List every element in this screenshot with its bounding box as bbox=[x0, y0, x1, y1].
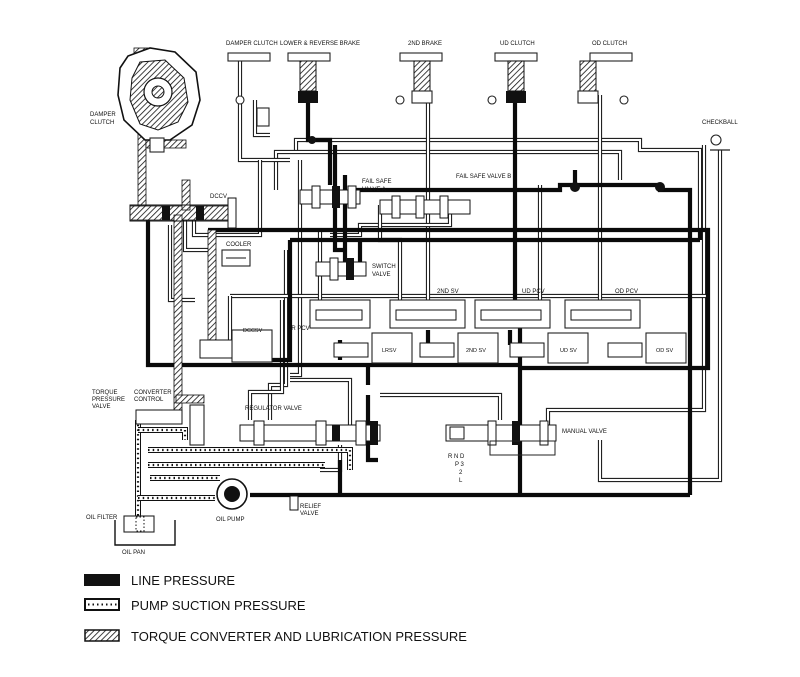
pump-suction-passages bbox=[135, 420, 353, 520]
dccv-valve bbox=[129, 197, 237, 229]
passage-network bbox=[167, 60, 730, 483]
label-lower-reverse-brake: LOWER & REVERSE BRAKE bbox=[280, 41, 360, 47]
label-converter-control-1: CONVERTER bbox=[134, 390, 172, 396]
legend-label-torque-converter: TORQUE CONVERTER AND LUBRICATION PRESSUR… bbox=[131, 629, 467, 644]
lower-reverse-brake bbox=[287, 52, 331, 103]
solenoid-row bbox=[199, 329, 687, 364]
label-cooler: COOLER bbox=[226, 242, 252, 248]
label-damper-clutch-side-1: DAMPER bbox=[90, 112, 116, 118]
manual-valve bbox=[445, 420, 557, 456]
converter-control-valve bbox=[135, 404, 205, 446]
legend-item-torque-converter: TORQUE CONVERTER AND LUBRICATION PRESSUR… bbox=[84, 629, 467, 644]
legend: LINE PRESSURE PUMP SUCTION PRESSURE TORQ… bbox=[84, 573, 467, 644]
second-brake bbox=[395, 52, 443, 105]
label-fail-safe-b: FAIL SAFE VALVE B bbox=[456, 174, 511, 180]
checkball bbox=[710, 134, 722, 146]
fail-safe-valve-a bbox=[299, 136, 361, 209]
label-ud-sv: UD SV bbox=[560, 348, 577, 354]
legend-label-pump-suction: PUMP SUCTION PRESSURE bbox=[131, 598, 306, 613]
label-od-pcv: OD PCV bbox=[615, 289, 638, 295]
label-lrsv: LRSV bbox=[382, 348, 397, 354]
label-converter-control-2: CONTROL bbox=[134, 397, 164, 403]
label-shift-2: P 3 bbox=[455, 462, 465, 468]
legend-swatch-solid bbox=[84, 574, 120, 586]
label-relief-valve-1: RELIEF bbox=[300, 504, 321, 510]
diagram-labels: DAMPER CLUTCH LOWER & REVERSE BRAKE 2ND … bbox=[86, 41, 738, 556]
ud-clutch bbox=[487, 52, 538, 105]
label-shift-1: R N D bbox=[448, 454, 465, 460]
label-second-sv-box: 2ND SV bbox=[466, 348, 486, 354]
label-fail-safe-a-2: VALVE A bbox=[362, 187, 386, 193]
label-relief-valve-2: VALVE bbox=[300, 511, 318, 517]
label-second-brake: 2ND BRAKE bbox=[408, 41, 442, 47]
label-tpv-1: TORQUE bbox=[92, 390, 118, 396]
label-checkball: CHECKBALL bbox=[702, 120, 738, 126]
label-shift-3: 2 bbox=[459, 470, 463, 476]
label-ud-clutch: UD CLUTCH bbox=[500, 41, 535, 47]
label-od-clutch: OD CLUTCH bbox=[592, 41, 627, 47]
label-fail-safe-a-1: FAIL SAFE bbox=[362, 179, 391, 185]
pcv-row bbox=[309, 299, 641, 329]
label-oil-filter: OIL FILTER bbox=[86, 515, 118, 521]
label-oil-pump: OIL PUMP bbox=[216, 517, 244, 523]
fail-safe-valve-b bbox=[379, 182, 665, 219]
label-tpv-3: VALVE bbox=[92, 404, 110, 410]
regulator-valve bbox=[239, 420, 381, 446]
label-damper-clutch-top: DAMPER CLUTCH bbox=[226, 41, 278, 47]
label-od-sv: OD SV bbox=[656, 348, 673, 354]
label-tpv-2: PRESSURE bbox=[92, 397, 125, 403]
label-dccv: DCCV bbox=[210, 194, 227, 200]
label-lr-pcv: LR PCV bbox=[288, 326, 310, 332]
label-second-sv: 2ND SV bbox=[437, 289, 459, 295]
legend-item-line-pressure: LINE PRESSURE bbox=[84, 573, 235, 588]
label-switch-valve-1: SWITCH bbox=[372, 264, 396, 270]
relief-valve bbox=[289, 495, 299, 511]
torque-converter bbox=[117, 47, 201, 153]
label-switch-valve-2: VALVE bbox=[372, 272, 390, 278]
label-oil-pan: OIL PAN bbox=[122, 550, 145, 556]
oil-pump bbox=[216, 478, 248, 510]
label-shift-4: L bbox=[459, 478, 463, 484]
oil-filter-pan bbox=[114, 515, 176, 546]
label-dccsv: DCCSV bbox=[243, 328, 263, 334]
damper-clutch-block bbox=[227, 52, 271, 127]
label-manual-valve: MANUAL VALVE bbox=[562, 429, 607, 435]
label-regulator-valve: REGULATOR VALVE bbox=[245, 406, 302, 412]
cooler bbox=[221, 249, 251, 267]
od-clutch bbox=[577, 52, 633, 105]
label-ud-pcv: UD PCV bbox=[522, 289, 545, 295]
legend-swatch-hatched bbox=[84, 629, 120, 642]
switch-valve bbox=[315, 257, 367, 281]
label-damper-clutch-side-2: CLUTCH bbox=[90, 120, 114, 126]
legend-label-line-pressure: LINE PRESSURE bbox=[131, 573, 235, 588]
legend-item-pump-suction: PUMP SUCTION PRESSURE bbox=[84, 598, 306, 613]
